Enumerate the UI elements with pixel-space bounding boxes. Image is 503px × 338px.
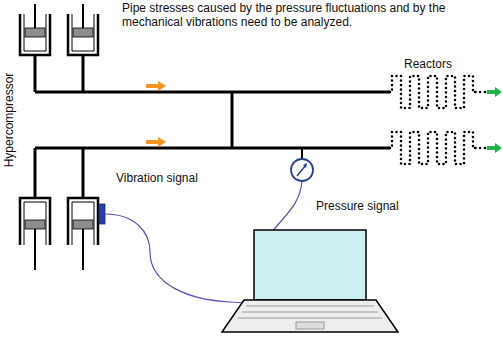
laptop <box>222 230 398 332</box>
compressor-cylinder <box>20 4 98 55</box>
flow-arrow <box>146 81 166 147</box>
note-text: Pipe stresses caused by the pressure flu… <box>122 1 452 29</box>
reactor-coil <box>390 132 477 164</box>
vibration-sensor <box>99 204 105 224</box>
vertical-label: Hypercompressor <box>2 73 16 168</box>
reactor-coil <box>390 76 477 108</box>
ellipsis-dot <box>479 147 482 150</box>
compressor-cylinder <box>20 198 98 270</box>
ellipsis-dot <box>479 91 482 94</box>
ellipsis-dot <box>474 91 477 94</box>
reactor-coil <box>390 76 486 164</box>
signal-label: Pressure signal <box>316 199 399 213</box>
outflow-arrow <box>487 87 502 153</box>
ellipsis-dot <box>484 147 487 150</box>
signal-label: Vibration signal <box>116 171 198 185</box>
pipework <box>35 55 390 198</box>
ellipsis-dot <box>484 91 487 94</box>
group-label: Reactors <box>404 57 452 71</box>
pressure-gauge <box>291 159 313 181</box>
ellipsis-dot <box>474 147 477 150</box>
